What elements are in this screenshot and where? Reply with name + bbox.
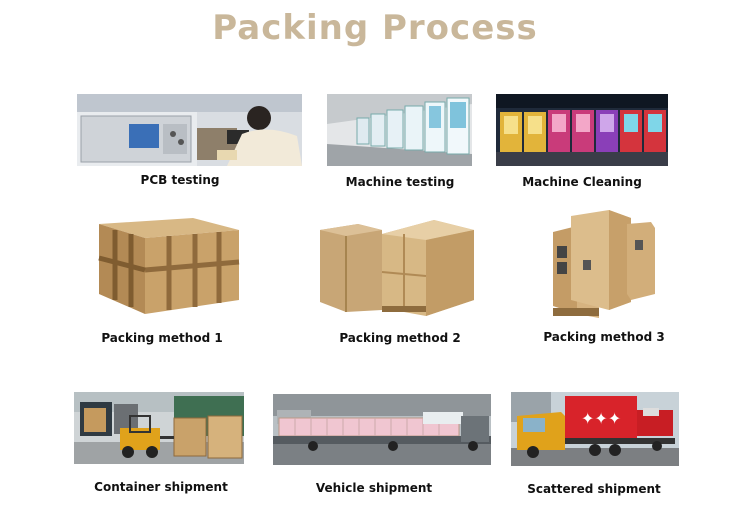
pcb-testing-photo	[77, 94, 302, 166]
container-shipment-photo	[74, 392, 244, 464]
step-label: Packing method 2	[339, 331, 461, 345]
step-label: Packing method 1	[101, 331, 223, 345]
vehicle-shipment-photo	[273, 394, 491, 465]
packing-method-2-photo	[318, 216, 476, 316]
page-title: Packing Process	[212, 8, 538, 48]
machine-testing-photo	[327, 94, 472, 166]
packing-method-1-photo	[93, 214, 241, 316]
step-label: Vehicle shipment	[315, 481, 433, 495]
step-label: Machine testing	[345, 175, 455, 189]
step-label: Packing method 3	[543, 330, 665, 344]
scattered-shipment-photo: ✦✦✦	[511, 392, 679, 466]
step-label: Container shipment	[94, 480, 228, 494]
step-label: PCB testing	[140, 173, 220, 187]
step-label: Scattered shipment	[527, 482, 661, 496]
machine-cleaning-photo	[496, 94, 668, 166]
packing-method-3-photo	[551, 210, 657, 318]
step-label: Machine Cleaning	[522, 175, 642, 189]
svg-text:✦✦✦: ✦✦✦	[581, 409, 621, 428]
